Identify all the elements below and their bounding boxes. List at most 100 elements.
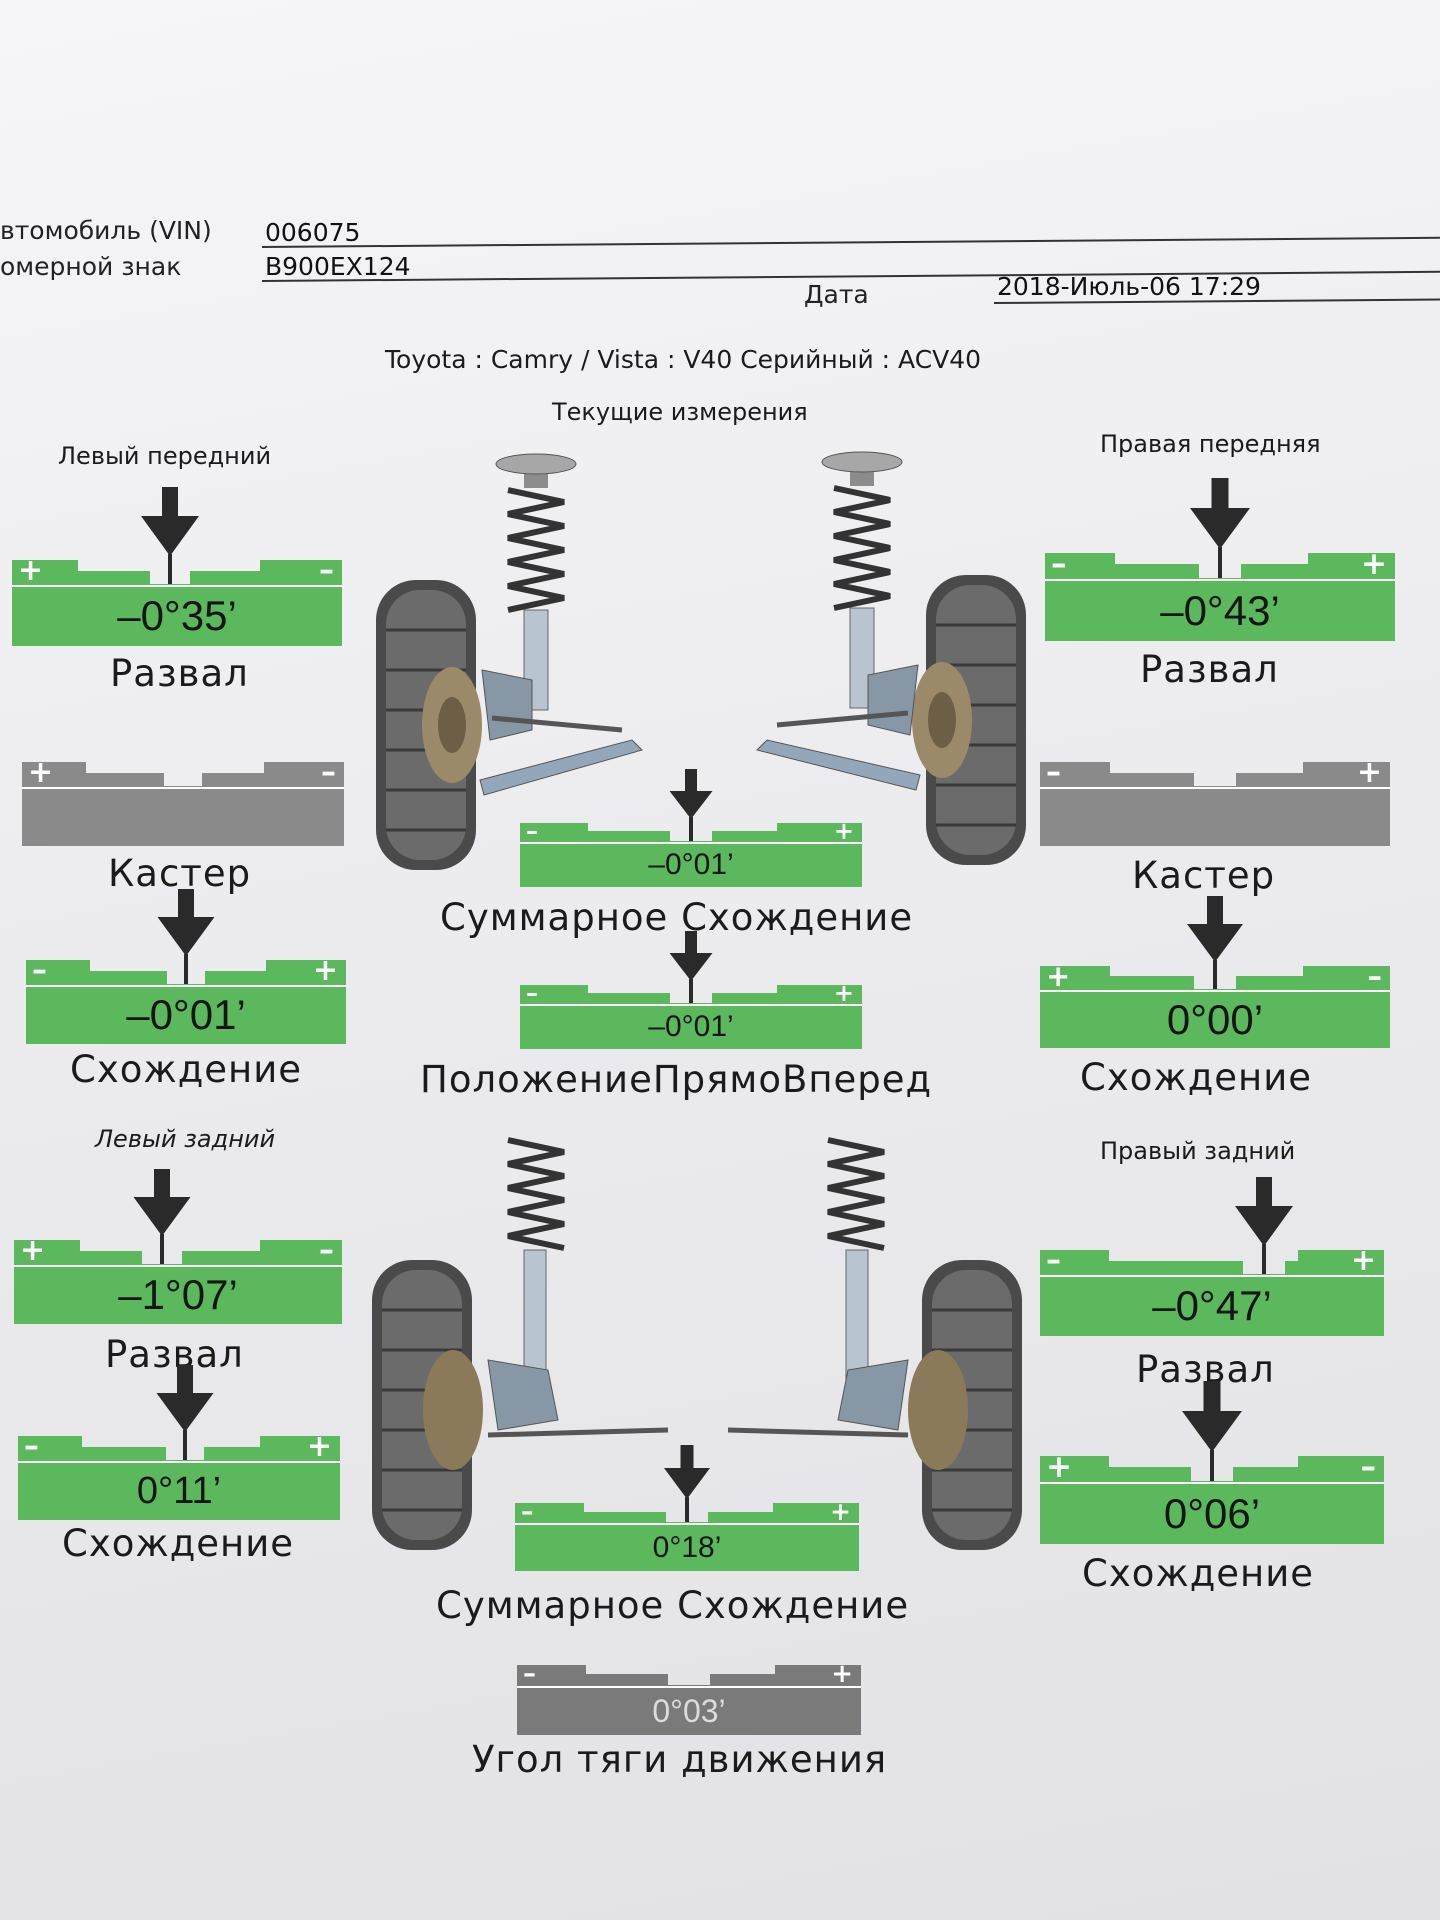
gauge-left-sign: –	[1046, 755, 1061, 790]
gauge-bar	[1040, 762, 1390, 846]
gauge-bar	[1040, 1456, 1384, 1544]
gauge-scale	[515, 1445, 859, 1571]
gauge-value: 0°11’	[136, 1470, 222, 1512]
pointer-arrow-icon	[669, 769, 713, 819]
right-front-camber-gauge: –+–0°43’	[1045, 478, 1395, 641]
right-front-title: Правая передняя	[1100, 430, 1321, 458]
right-rear-camber-gauge: – + –0°47’	[1040, 1177, 1384, 1336]
right-rear-toe-gauge: +–0°06’	[1040, 1381, 1384, 1544]
gauge-bar	[520, 823, 862, 887]
gauge-scale	[1040, 896, 1390, 1048]
pointer-needle	[184, 954, 188, 984]
front-total-toe-label: Суммарное Схождение	[440, 896, 914, 939]
pointer-arrow-icon	[664, 1445, 710, 1499]
gauge-scale	[517, 1665, 861, 1735]
left-rear-camber-label: Развал	[105, 1333, 244, 1376]
gauge-left-sign: +	[1046, 959, 1071, 993]
gauge-left-sign: –	[24, 1429, 39, 1464]
gauge-scale	[1040, 1381, 1384, 1544]
right-rear-title: Правый задний	[1100, 1137, 1296, 1165]
gauge-left-sign: –	[526, 817, 538, 845]
straight-ahead-gauge: –+–0°01’	[520, 931, 862, 1049]
gauge-right-sign: –	[319, 1233, 334, 1268]
gauge-right-sign: +	[306, 1429, 332, 1464]
gauge-left-sign: –	[521, 1497, 534, 1526]
vin-value: 006075	[265, 218, 361, 247]
straight-ahead-label: ПоложениеПрямоВперед	[420, 1058, 933, 1101]
rear-right-strut-icon	[727, 1137, 909, 1438]
right-front-caster-label: Кастер	[1132, 854, 1276, 897]
pointer-needle	[685, 1497, 689, 1522]
gauge-value: –0°47’	[1152, 1282, 1272, 1329]
plate-label: омерной знак	[0, 252, 182, 281]
pointer-arrow-icon	[669, 931, 713, 981]
gauge-left-sign: –	[32, 953, 47, 988]
rear-left-strut-icon	[487, 1137, 669, 1438]
gauge-right-sign: +	[1361, 546, 1387, 582]
gauge-right-sign: –	[1367, 959, 1383, 993]
gauge-value: 0°03’	[652, 1693, 726, 1729]
left-rear-camber-gauge: + – –1°07’	[14, 1169, 342, 1324]
front-total-toe-gauge: –+–0°01’	[520, 769, 862, 887]
gauge-right-sign: +	[312, 953, 338, 988]
pointer-needle	[689, 979, 693, 1003]
gauge-bar	[26, 960, 346, 1044]
pointer-needle	[183, 1430, 187, 1460]
rear-left-wheel-icon	[372, 1260, 483, 1550]
gauge-left-sign: –	[526, 979, 538, 1007]
gauge-right-sign: +	[830, 1497, 851, 1526]
gauge-right-sign: +	[1356, 755, 1382, 790]
rear-suspension-illustration	[372, 1137, 1022, 1550]
gauge-right-sign: +	[1350, 1243, 1376, 1278]
gauge-scale	[22, 762, 344, 846]
pointer-arrow-icon	[1190, 478, 1250, 549]
rear-total-toe-gauge: – +0°18’	[515, 1445, 859, 1571]
gauge-bar	[18, 1436, 340, 1520]
pointer-arrow-icon	[156, 1365, 214, 1432]
right-front-toe-label: Схождение	[1080, 1056, 1313, 1099]
right-rear-toe-label: Схождение	[1082, 1552, 1315, 1595]
gauge-scale	[520, 769, 862, 887]
gauge-left-sign: +	[1046, 1449, 1072, 1485]
left-front-caster-gauge: +–	[22, 758, 344, 846]
left-front-camber-label: Развал	[110, 652, 249, 695]
current-measurements-title: Текущие измерения	[552, 398, 808, 426]
plate-value: В900ЕХ124	[265, 252, 411, 281]
gauge-value: 0°18’	[652, 1531, 722, 1564]
gauge-right-sign: +	[833, 979, 854, 1007]
vin-underline	[261, 236, 1440, 248]
front-suspension-illustration	[376, 451, 1026, 870]
pointer-arrow-icon	[1182, 1381, 1242, 1452]
right-front-caster-gauge: –+	[1040, 758, 1390, 846]
pointer-arrow-icon	[141, 487, 199, 556]
date-value: 2018-Июль-06 17:29	[997, 272, 1261, 301]
pointer-needle	[689, 817, 693, 841]
gauge-bar	[517, 1665, 861, 1735]
gauge-left-sign: –	[1046, 1243, 1061, 1278]
vin-label: втомобиль (VIN)	[0, 216, 212, 245]
gauge-left-sign: +	[18, 553, 44, 588]
gauge-bar	[12, 560, 342, 646]
left-rear-toe-label: Схождение	[62, 1522, 295, 1565]
rear-right-wheel-icon	[908, 1260, 1022, 1550]
gauge-right-sign: +	[831, 1659, 853, 1689]
gauge-scale	[1040, 1177, 1384, 1336]
pointer-needle	[1210, 1450, 1214, 1481]
gauge-value: –1°07’	[118, 1271, 238, 1318]
gauge-value: –0°35’	[117, 592, 237, 639]
gauge-scale	[18, 1365, 340, 1520]
left-front-camber-gauge: +––0°35’	[12, 487, 342, 646]
thrust-angle-gauge: –+0°03’	[517, 1661, 861, 1735]
right-front-toe-gauge: +–0°00’	[1040, 896, 1390, 1048]
pointer-needle	[1213, 960, 1217, 989]
left-rear-toe-gauge: – +0°11’	[18, 1365, 340, 1520]
gauge-left-sign: +	[20, 1233, 46, 1268]
gauge-scale	[520, 931, 862, 1049]
gauge-left-sign: +	[28, 755, 54, 790]
left-front-caster-label: Кастер	[108, 852, 252, 895]
gauge-bar	[1040, 1250, 1384, 1336]
front-left-wheel-icon	[376, 580, 482, 870]
front-left-strut-icon	[479, 453, 643, 796]
gauge-right-sign: +	[833, 817, 854, 845]
